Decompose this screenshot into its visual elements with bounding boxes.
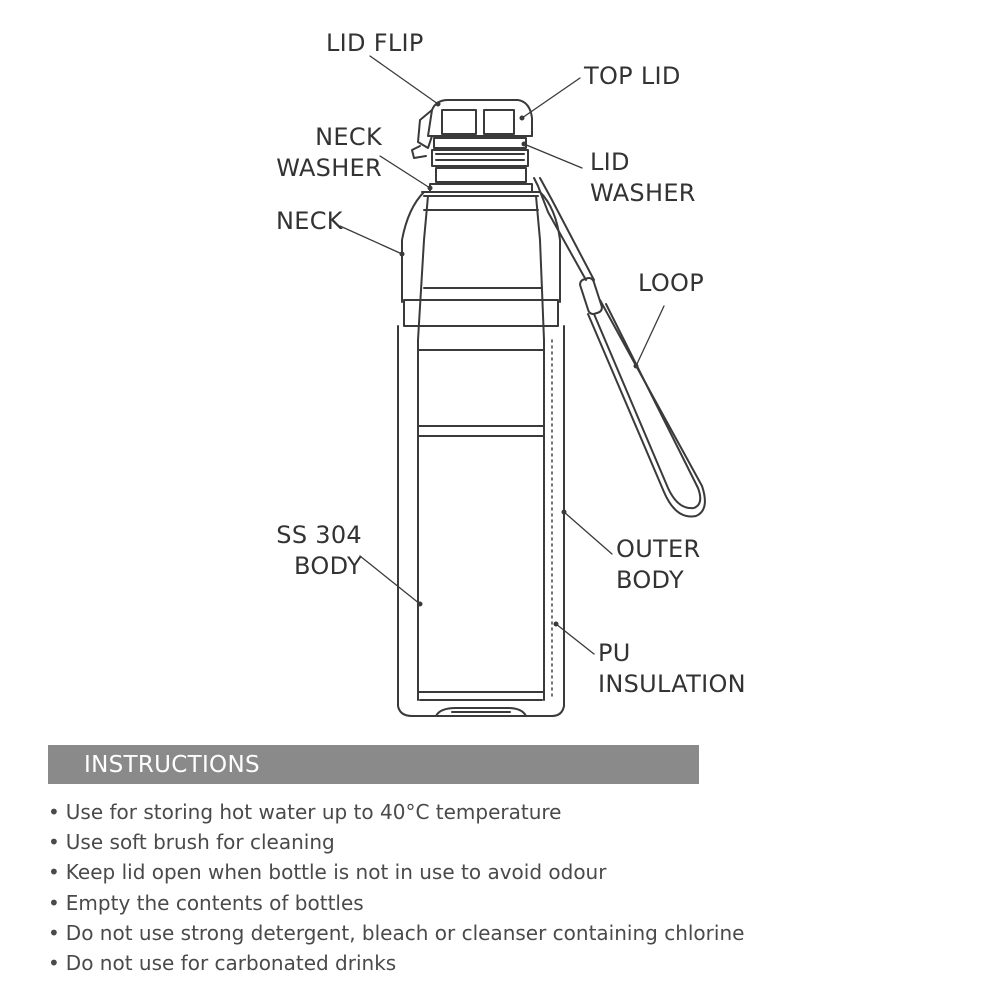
label-lid-washer-line1: LID bbox=[590, 148, 630, 176]
label-top-lid: TOP LID bbox=[584, 62, 681, 90]
label-loop: LOOP bbox=[638, 269, 704, 297]
outer-body-shape bbox=[397, 191, 565, 717]
leader-dots bbox=[399, 101, 639, 627]
instructions-header: INSTRUCTIONS bbox=[48, 745, 699, 784]
label-outer-body-line1: OUTER bbox=[616, 535, 701, 563]
label-ss304-body-line1: SS 304 bbox=[276, 521, 362, 549]
label-pu-insulation-line2: INSULATION bbox=[598, 670, 746, 698]
label-lid-washer: LID WASHER bbox=[590, 147, 696, 209]
instruction-item: Do not use for carbonated drinks bbox=[48, 948, 744, 978]
leader-lines bbox=[339, 55, 665, 655]
neck-washer-shape bbox=[421, 183, 541, 193]
label-pu-insulation: PU INSULATION bbox=[598, 638, 746, 700]
instruction-item: Use for storing hot water up to 40°C tem… bbox=[48, 797, 744, 827]
label-neck-washer: NECK WASHER bbox=[262, 122, 382, 184]
instruction-item: Keep lid open when bottle is not in use … bbox=[48, 857, 744, 887]
label-neck-washer-line2: WASHER bbox=[276, 154, 382, 182]
label-ss304-body-line2: BODY bbox=[294, 552, 362, 580]
lid-flip-shape bbox=[411, 109, 433, 159]
label-pu-insulation-line1: PU bbox=[598, 639, 631, 667]
label-outer-body-line2: BODY bbox=[616, 566, 684, 594]
label-neck: NECK bbox=[276, 207, 343, 235]
label-lid-washer-line2: WASHER bbox=[590, 179, 696, 207]
instruction-item: Do not use strong detergent, bleach or c… bbox=[48, 918, 745, 948]
label-neck-washer-line1: NECK bbox=[315, 123, 382, 151]
bottle-drawing bbox=[339, 55, 706, 717]
instructions-title: INSTRUCTIONS bbox=[84, 752, 260, 778]
instruction-item: Empty the contents of bottles bbox=[48, 888, 744, 918]
label-outer-body: OUTER BODY bbox=[616, 534, 700, 596]
bottle-diagram: LID FLIP TOP LID NECK WASHER LID WASHER … bbox=[242, 29, 746, 717]
ss304-body-shape bbox=[417, 195, 545, 701]
lid-washer-shape bbox=[431, 137, 529, 183]
instruction-item: Use soft brush for cleaning bbox=[48, 827, 744, 857]
loop-shape bbox=[533, 177, 706, 518]
instructions-list: Use for storing hot water up to 40°C tem… bbox=[48, 797, 745, 978]
label-lid-flip: LID FLIP bbox=[326, 29, 424, 57]
top-lid-shape bbox=[427, 99, 533, 137]
label-ss304-body: SS 304 BODY bbox=[242, 520, 362, 582]
